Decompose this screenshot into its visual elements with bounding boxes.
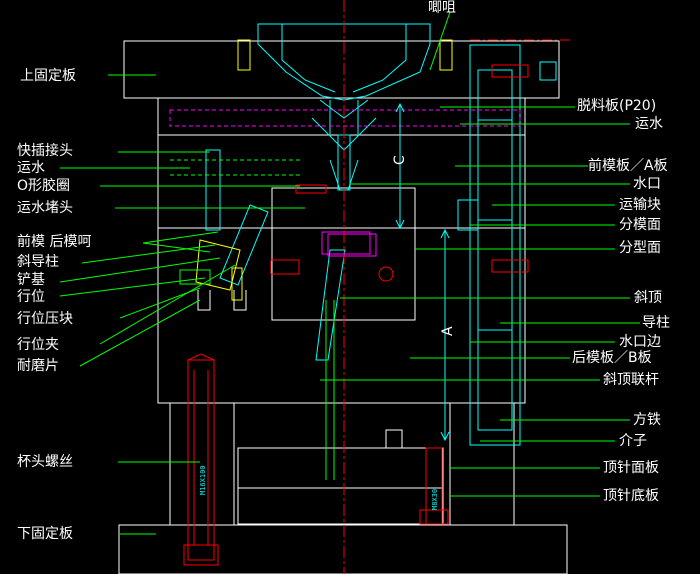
label-ejector-plate: 顶针底板 xyxy=(603,488,659,504)
label-spacer-block: 方铁 xyxy=(633,412,661,428)
label-slide: 行位 xyxy=(17,289,45,305)
label-guide-pin: 导柱 xyxy=(642,315,670,331)
leader-lines xyxy=(59,11,640,535)
label-parting-face-2: 分型面 xyxy=(619,240,661,256)
label-cavity-core-lock: 前模 后模呵 xyxy=(17,234,92,250)
label-parting-face-1: 分模面 xyxy=(619,217,661,233)
label-cooling-water-1: 运水 xyxy=(635,116,663,132)
label-slide-retainer: 行位压块 xyxy=(17,311,73,327)
dimension-marks xyxy=(395,102,450,442)
ejector-plate xyxy=(237,487,444,525)
label-gate: 水口 xyxy=(633,176,661,192)
screws xyxy=(183,64,529,566)
top-screws xyxy=(237,39,453,449)
gate-circle xyxy=(378,266,394,282)
cooling-channels xyxy=(169,109,521,194)
label-insert: 介子 xyxy=(619,433,647,449)
label-slide-clip: 行位夹 xyxy=(17,337,59,353)
label-bottom-clamp-plate: 下固定板 xyxy=(17,526,73,542)
screw-spec-right: M8X30 xyxy=(431,489,439,510)
guide-pin xyxy=(457,44,557,446)
label-transport-block: 运输块 xyxy=(619,197,661,213)
label-cap-screw: 杯头螺丝 xyxy=(17,454,73,470)
label-b-plate: 后模板／B板 xyxy=(572,350,652,366)
label-wear-plate: 耐磨片 xyxy=(17,358,59,374)
cap-screw-left xyxy=(187,359,215,561)
bottom-clamp-plate xyxy=(118,524,568,574)
label-cooling-water-2: 运水 xyxy=(17,160,45,176)
label-nozzle: 唧咀 xyxy=(428,0,456,16)
label-quick-connector: 快插接头 xyxy=(17,143,73,159)
label-water-plug: 运水堵头 xyxy=(17,200,73,216)
label-o-ring: O形胶圈 xyxy=(17,178,71,194)
label-a-plate: 前模板／A板 xyxy=(588,158,668,174)
screw-spec-left: M16X100 xyxy=(199,465,207,495)
label-ejector-retainer-plate: 顶针面板 xyxy=(603,460,659,476)
label-heel-block: 铲基 xyxy=(17,272,45,288)
label-lifter-rod: 斜顶联杆 xyxy=(603,372,659,388)
label-gate-side: 水口边 xyxy=(619,334,661,350)
label-angle-pin: 斜导柱 xyxy=(17,254,59,270)
label-top-clamp-plate: 上固定板 xyxy=(20,68,76,84)
slide-assembly xyxy=(179,149,300,311)
dim-c-label: C xyxy=(392,155,408,165)
sprue-bushing xyxy=(257,23,431,191)
lifter xyxy=(315,231,377,480)
label-stripper-plate: 脱料板(P20) xyxy=(577,98,657,114)
dim-a-label: A xyxy=(440,326,456,336)
label-lifter: 斜顶 xyxy=(634,290,662,306)
